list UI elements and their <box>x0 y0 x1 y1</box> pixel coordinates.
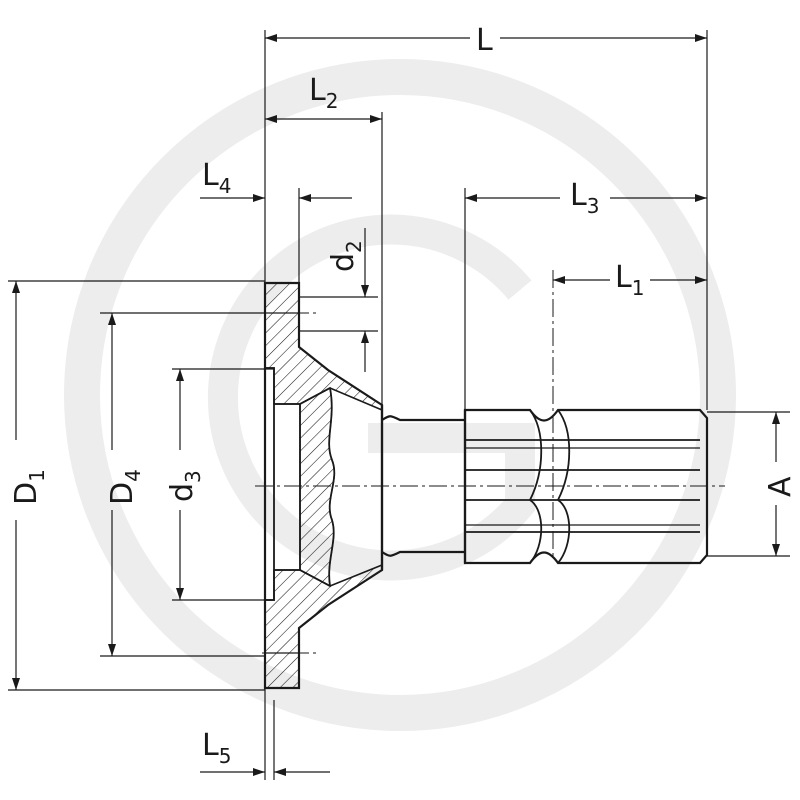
label-L: L <box>476 23 493 58</box>
label-d2: d2 <box>326 240 366 272</box>
label-L3: L3 <box>570 178 599 218</box>
watermark-logo <box>64 59 736 731</box>
label-L5: L5 <box>202 728 231 768</box>
dimension-arrows <box>12 34 780 776</box>
label-L1: L1 <box>615 260 644 300</box>
label-L4: L4 <box>202 158 231 198</box>
label-D4: D4 <box>105 469 145 505</box>
label-D1: D1 <box>9 469 49 505</box>
label-A: A <box>763 476 798 497</box>
label-L2: L2 <box>309 73 338 113</box>
extension-lines <box>8 30 790 780</box>
dimension-labels: L L2 L4 L3 L1 L5 d2 D1 D4 d3 A <box>9 23 798 768</box>
label-d3: d3 <box>165 470 205 502</box>
center-lines <box>255 270 725 654</box>
flange-part <box>263 281 709 690</box>
